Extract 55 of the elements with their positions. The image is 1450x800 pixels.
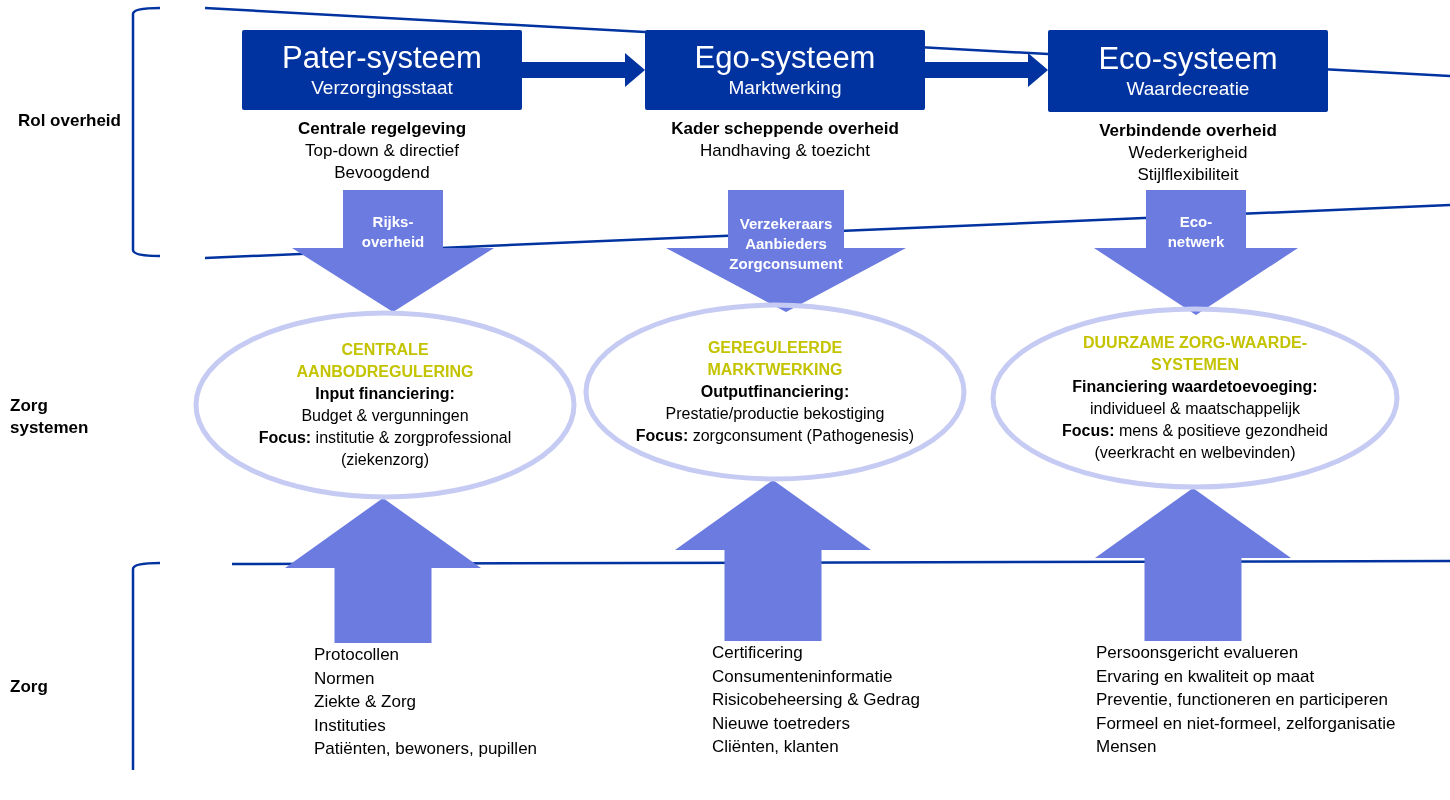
- arrow-label: Verzekeraars Aanbieders Zorgconsument: [729, 215, 843, 272]
- arrow: [522, 53, 645, 87]
- system-heading: GEREGULEERDE MARKTWERKING: [706, 338, 844, 380]
- list-item: Instituties: [314, 714, 386, 737]
- list-item: Normen: [314, 667, 375, 690]
- list-item: Ervaring en kwaliteit op maat: [1096, 665, 1315, 688]
- financing-heading: Financiering waardetoevoeging:: [1072, 377, 1318, 397]
- system-box: [242, 30, 522, 110]
- list-item: Protocollen: [314, 644, 400, 666]
- list-item: Persoonsgericht evalueren: [1096, 642, 1299, 664]
- role-description: Bevoogdend: [334, 162, 430, 184]
- role-heading: Centrale regelgeving: [297, 118, 467, 140]
- system-title: Ego-systeem: [694, 40, 876, 76]
- role-description: Stijlflexibiliteit: [1137, 164, 1239, 186]
- financing-heading: Input financiering:: [315, 384, 455, 404]
- arrow: [925, 53, 1048, 87]
- arrow: [1095, 488, 1291, 641]
- financing-heading: Outputfinanciering:: [700, 382, 850, 402]
- system-title: Pater-systeem: [282, 40, 482, 76]
- role-heading: Kader scheppende overheid: [671, 118, 899, 140]
- arrow: [285, 498, 481, 643]
- row-label: Zorg: [10, 676, 49, 698]
- system-subtitle: Marktwerking: [728, 76, 842, 100]
- list-item: Nieuwe toetreders: [712, 712, 850, 735]
- financing-description: individueel & maatschappelijk: [1090, 399, 1300, 419]
- list-item: Preventie, functioneren en participeren: [1096, 689, 1388, 711]
- list-item: Formeel en niet-formeel, zelforganisatie: [1096, 712, 1396, 735]
- arrow-label: Rijks- overheid: [361, 213, 425, 250]
- list-item: Patiënten, bewoners, pupillen: [314, 738, 538, 760]
- row-label: Rol overheid: [18, 110, 122, 132]
- focus-text: Focus: zorgconsument (Pathogenesis): [635, 426, 915, 446]
- list-item: Consumenteninformatie: [712, 665, 893, 688]
- system-subtitle: Waardecreatie: [1126, 77, 1250, 101]
- arrow-label: Eco- netwerk: [1167, 213, 1225, 250]
- system-title: Eco-systeem: [1098, 41, 1278, 77]
- focus-text: Focus: mens & positieve gezondheid (veerkracht en welbevinden): [1061, 421, 1329, 463]
- arrow: [675, 480, 871, 641]
- list-item: Risicobeheersing & Gedrag: [712, 689, 920, 711]
- system-heading: DUURZAME ZORG-WAARDE- SYSTEMEN: [1082, 333, 1308, 375]
- focus-text: Focus: institutie & zorgprofessional (ziekenzorg): [257, 428, 513, 470]
- system-heading: CENTRALE AANBODREGULERING: [295, 340, 475, 382]
- list-item: Ziekte & Zorg: [314, 691, 417, 713]
- system-box: [1048, 30, 1328, 112]
- system-box: [645, 30, 925, 110]
- financing-description: Budget & vergunningen: [301, 406, 469, 426]
- list-item: Mensen: [1096, 736, 1157, 758]
- role-description: Wederkerigheid: [1128, 142, 1248, 164]
- role-description: Handhaving & toezicht: [699, 140, 871, 162]
- financing-description: Prestatie/productie bekostiging: [665, 404, 885, 424]
- row-label: Zorg systemen: [10, 395, 90, 439]
- list-item: Cliënten, klanten: [712, 736, 839, 758]
- role-heading: Verbindende overheid: [1099, 120, 1277, 142]
- list-item: Certificering: [712, 642, 803, 664]
- role-description: Top-down & directief: [305, 140, 459, 162]
- system-subtitle: Verzorgingsstaat: [311, 76, 453, 100]
